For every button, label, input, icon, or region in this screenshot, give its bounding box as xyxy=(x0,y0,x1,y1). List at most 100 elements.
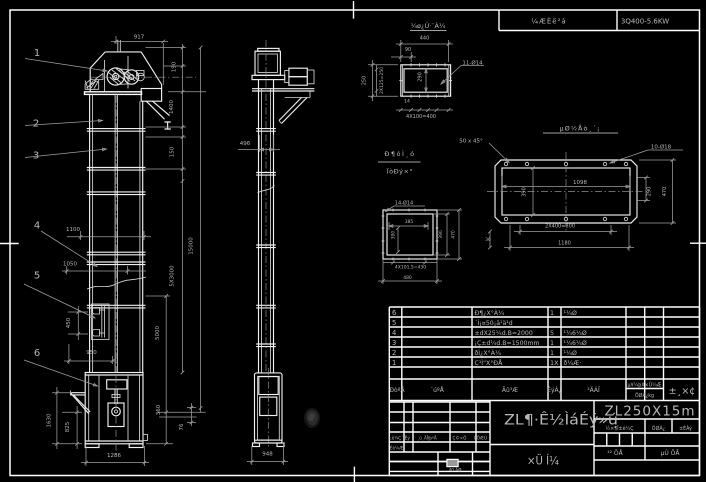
drawing-path xyxy=(72,394,91,413)
drawing-path xyxy=(84,78,100,90)
drawing-path xyxy=(385,205,395,212)
drawing-path xyxy=(625,184,632,189)
dimension-tick xyxy=(180,370,185,375)
dimension-tick xyxy=(626,245,632,250)
drawing-path xyxy=(123,70,138,82)
dimension-tick xyxy=(75,441,80,446)
drawing-path xyxy=(440,79,446,85)
label-detail_foundation-dims-d390: 390 xyxy=(522,187,528,197)
dimension-tick xyxy=(422,260,428,265)
drawing-rect xyxy=(84,371,144,445)
label-front_view-dims-d190: 190 xyxy=(172,61,178,72)
drawing-path xyxy=(111,68,131,82)
label-parts_table-header-qty: ÊýÁ¿ xyxy=(547,386,562,394)
drawing-rect xyxy=(106,379,128,390)
dimension-tick xyxy=(530,212,536,218)
dimension-tick xyxy=(395,249,401,255)
label-front_view-balloons-3: 4 xyxy=(34,221,40,232)
drawing-path xyxy=(91,307,100,315)
label-parts_table-header-no: ÐòºÅ xyxy=(389,387,405,394)
drawing-rect xyxy=(306,69,315,85)
label-detail_flange_top-dims-d2x125: 2X125=250 xyxy=(379,67,385,94)
label-chamfer_note: 50 x 45° xyxy=(459,139,483,145)
drawing-rect xyxy=(251,442,261,448)
drawing-line xyxy=(24,58,108,72)
dimension-tick xyxy=(198,405,203,411)
label-front_view-dims-d1400: 1400 xyxy=(169,100,175,114)
dimension-tick xyxy=(487,245,493,250)
drawing-rect xyxy=(284,70,290,83)
dimension-tick xyxy=(83,460,89,465)
label-title_block-sig_labels-3: ÈÕÆÚ xyxy=(474,436,487,441)
drawing-path xyxy=(384,207,391,213)
label-title_block-sig_labels-2: Ç©×Ö xyxy=(453,436,468,441)
label-front_view-dims-d1286: 1286 xyxy=(107,453,121,459)
label-detail_foundation-holes: 10-Ø18 xyxy=(651,144,672,151)
drawing-rect xyxy=(386,213,434,256)
label-front_view-dims-d825: 825 xyxy=(65,421,71,432)
dimension-tick xyxy=(125,268,130,274)
drawing-circle xyxy=(503,216,509,222)
label-front_view-dims-d150: 150 xyxy=(170,146,176,157)
parts-row-2-no: 4 xyxy=(392,329,396,337)
drawing-path xyxy=(84,80,89,90)
label-title_block-sheet_title: ×Ü Í¼ xyxy=(527,452,559,468)
parts-row-0-name: Ð¶¿X°À¼ xyxy=(475,308,505,317)
drawing-path xyxy=(98,118,104,123)
dimension-tick xyxy=(141,234,147,239)
drawing-path xyxy=(101,147,108,152)
parts-row-4-no: 2 xyxy=(392,349,396,357)
label-detail_foundation-dims-d1180: 1180 xyxy=(558,241,571,247)
label-title_block-sheets_left: ¹² ÕÅ xyxy=(607,450,623,457)
dimension-tick xyxy=(434,107,439,113)
drawing-path xyxy=(609,149,649,164)
parts-row-5-qty: 1X xyxy=(550,359,559,367)
drawing-rect xyxy=(257,53,278,73)
dimension-tick xyxy=(530,165,536,171)
drawing-path xyxy=(86,276,147,290)
label-title_block-product_title: ZL¶·Ê½ÌáÉý»ú xyxy=(504,411,618,429)
label-front_view-dims-d15000: 15000 xyxy=(189,237,195,255)
drawing-circle xyxy=(602,161,608,167)
drawing-line xyxy=(23,359,98,387)
drawing-path xyxy=(92,262,99,268)
dimension-tick xyxy=(66,358,71,364)
parts-row-4-name: ðÌ¿X°À¼ xyxy=(475,348,501,357)
dimension-tick xyxy=(398,41,403,47)
label-detail_flange_inlet-holes: 14-Ø14 xyxy=(395,200,413,207)
parts-row-3-qty: 1 xyxy=(550,339,554,347)
label-front_view-dims-d360: 360 xyxy=(156,404,162,415)
label-parts_table-header-name: Ãû³Æ xyxy=(502,387,518,394)
drawing-line xyxy=(24,148,107,158)
parts-row-2-material: ¹¼6¼Ø xyxy=(564,329,587,337)
label-detail_foundation-title: µØ½Åò¸´¡ xyxy=(559,124,600,133)
label-note_fraction-line2: ÏòÐý×° xyxy=(387,167,413,176)
dimension-tick xyxy=(517,229,523,234)
parts-row-4-qty: 1 xyxy=(550,349,554,357)
label-front_view-balloons-0: 1 xyxy=(34,48,40,59)
drawing-path xyxy=(145,100,165,120)
label-title_block-sig_labels-0: ±ê¼Ç´¦Êý xyxy=(388,436,410,441)
drawing-path xyxy=(608,159,616,164)
dimension-tick xyxy=(198,45,203,50)
parts-row-4-material: ¹¼Ø xyxy=(564,349,577,357)
parts-row-2-qty: 5 xyxy=(550,329,554,337)
drawing-line xyxy=(40,230,98,267)
label-detail_flange_inlet-dims-d470_right: 470 xyxy=(451,230,457,239)
dimension-tick xyxy=(446,107,451,113)
dimension-tick xyxy=(417,107,422,113)
dimension-tick xyxy=(398,54,403,60)
drawing-path xyxy=(423,224,430,228)
drawing-circle xyxy=(602,216,608,222)
parts-row-5-no: 1 xyxy=(392,359,396,367)
drawing-labels: ¼ÆÈë²á 3Q400-5.6KW 1 2 3 4 5 6 917 190 1… xyxy=(33,17,696,473)
drawing-path xyxy=(258,147,264,152)
label-title_block-sheets_right: µÚ ÕÅ xyxy=(661,450,681,457)
label-front_view-balloons-5: 6 xyxy=(34,348,40,359)
drawing-rect xyxy=(142,434,148,441)
label-title_block-sig_labels-1: ¸ü¸ÄÎļþºÅ xyxy=(417,436,437,441)
label-title_block-model: ZL250X15m xyxy=(604,404,695,420)
label-title_block-stage_labels-2: ±ÈÀý xyxy=(679,424,692,432)
